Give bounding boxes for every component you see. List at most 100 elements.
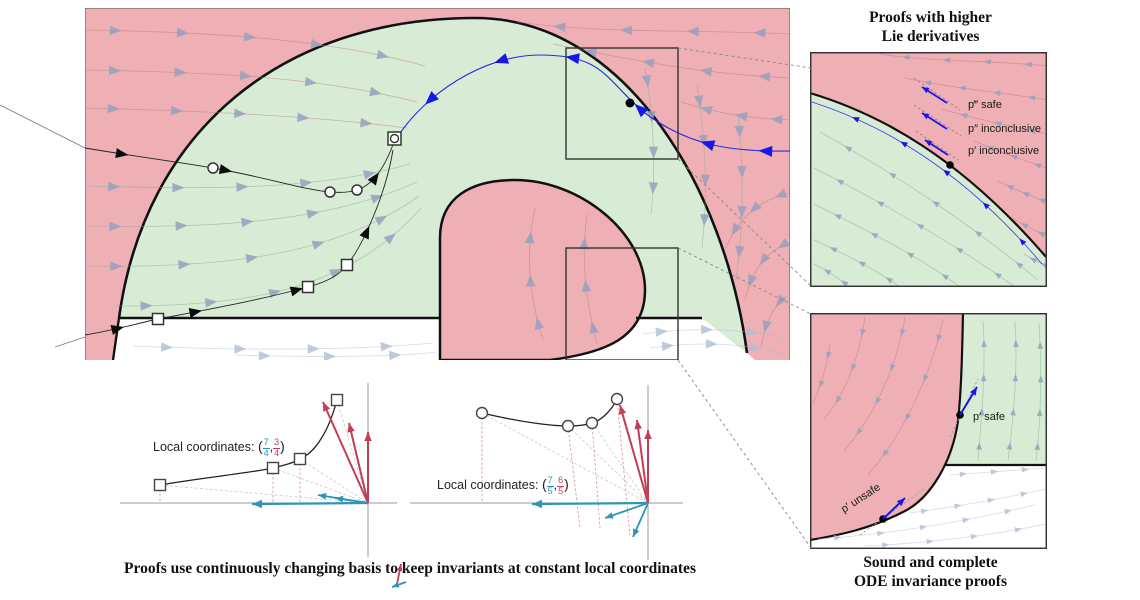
flow-arrow	[109, 25, 122, 36]
lie-test-line	[913, 77, 961, 111]
flow-streamline	[813, 263, 851, 287]
plot2-circle-marker	[475, 406, 489, 420]
inset2-boundary	[810, 313, 965, 542]
flow-arrow	[734, 125, 744, 138]
flow-arrow	[299, 178, 313, 189]
trajectory-square-marker	[151, 312, 165, 326]
lie-test-line	[913, 104, 962, 137]
black-trajectory-arrow	[115, 148, 129, 159]
flow-arrow	[641, 74, 652, 88]
basis-vectors	[251, 401, 652, 538]
plot1-basis-teal	[251, 501, 369, 506]
flow-arrow	[172, 182, 185, 193]
blue-trajectory-arrow	[900, 141, 908, 148]
plot2-basis-red-head	[644, 430, 652, 439]
flow-arrow	[110, 261, 123, 272]
flow-arrow	[974, 230, 983, 238]
flow-arrow	[310, 38, 323, 49]
black-trajectory-arrow	[359, 225, 370, 240]
flow-arrow	[983, 59, 992, 65]
flow-arrow	[882, 542, 890, 548]
flow-arrow	[374, 215, 388, 226]
flow-arrow	[1028, 128, 1036, 135]
label-p1-inconclusive: p′ inconclusive	[968, 145, 1039, 157]
flow-arrow	[620, 25, 633, 36]
flow-arrow	[905, 412, 912, 421]
plot2-circle-marker	[561, 419, 575, 433]
flow-arrow	[1004, 509, 1012, 515]
flow-arrow	[534, 317, 545, 330]
flow-arrow	[734, 111, 748, 122]
inset1-vector-field	[811, 53, 1047, 287]
flow-arrow	[851, 363, 857, 371]
flow-arrow	[902, 54, 910, 61]
plot1-basis-teal-head	[252, 499, 263, 509]
plot1-square-marker	[293, 452, 307, 466]
flow-arrow	[108, 65, 121, 76]
plot2-trajectory	[481, 398, 618, 427]
footer-caption: Proofs use continuously changing basis t…	[80, 560, 740, 588]
black-trajectory-upper	[85, 141, 395, 193]
flow-arrow	[579, 237, 589, 250]
flow-arrow	[994, 121, 1002, 127]
flow-arrow	[584, 48, 598, 58]
flow-arrow	[875, 396, 882, 405]
flow-arrow	[978, 408, 985, 416]
flow-arrow	[170, 105, 183, 116]
flow-arrow	[959, 471, 967, 478]
flow-arrow	[1006, 185, 1015, 191]
plot2-basis-teal-head	[532, 499, 543, 509]
flow-arrow	[834, 534, 842, 541]
flow-arrow	[1036, 408, 1043, 417]
lie-test-line	[915, 130, 959, 161]
flow-arrow	[109, 221, 122, 232]
flow-arrow	[835, 395, 843, 404]
main-regions	[85, 8, 790, 360]
label-p3-safe: p‴ safe	[968, 99, 1002, 111]
plot2-label-text: Local coordinates:	[437, 478, 542, 492]
flow-arrow	[698, 134, 709, 147]
flow-arrow	[770, 115, 783, 125]
black-trajectory-arrow	[367, 172, 379, 186]
flow-arrow	[648, 146, 659, 159]
flow-arrow	[526, 274, 536, 287]
flow-arrow	[1014, 527, 1022, 533]
flow-arrow	[359, 117, 373, 128]
flow-arrow	[757, 72, 771, 82]
flow-arrow	[307, 344, 320, 354]
flow-arrow	[1021, 223, 1029, 230]
flow-arrow	[955, 247, 964, 254]
flow-arrow	[376, 49, 390, 60]
flow-arrow	[1020, 491, 1028, 498]
inset-ode-invariance: p′ safe p′ unsafe	[810, 313, 1047, 549]
plot1-basis-red-head	[347, 423, 355, 433]
flow-arrow	[297, 112, 310, 123]
open-paren: (	[541, 476, 547, 492]
plot2-basis-teal-head	[633, 528, 640, 537]
flow-arrow	[990, 469, 998, 475]
plot1-square-marker	[266, 461, 280, 475]
flow-arrow	[140, 301, 153, 311]
plot2-basis-projections	[481, 398, 631, 536]
flow-arrow	[916, 223, 925, 230]
zoom-rectangle-top	[565, 47, 679, 160]
plot2-basis-red	[619, 404, 649, 504]
flow-arrow	[753, 28, 766, 38]
flow-arrow	[745, 326, 759, 337]
black-trajectory-arrow	[110, 325, 124, 335]
flow-arrow	[962, 517, 970, 524]
flow-arrow	[1038, 198, 1046, 204]
flow-arrow	[370, 194, 384, 204]
blue-trajectory-arrow	[565, 53, 580, 65]
terminal-marker-circle	[389, 133, 400, 144]
flow-arrow	[311, 240, 325, 250]
flow-streamline	[823, 316, 866, 420]
blue-trajectory-arrow	[943, 169, 951, 177]
inset-top-title-line1: Proofs with higher	[869, 9, 992, 26]
flow-arrow	[836, 179, 845, 186]
inset-top-title-line2: Lie derivatives	[881, 28, 980, 46]
trajectory-square-marker	[340, 258, 354, 272]
